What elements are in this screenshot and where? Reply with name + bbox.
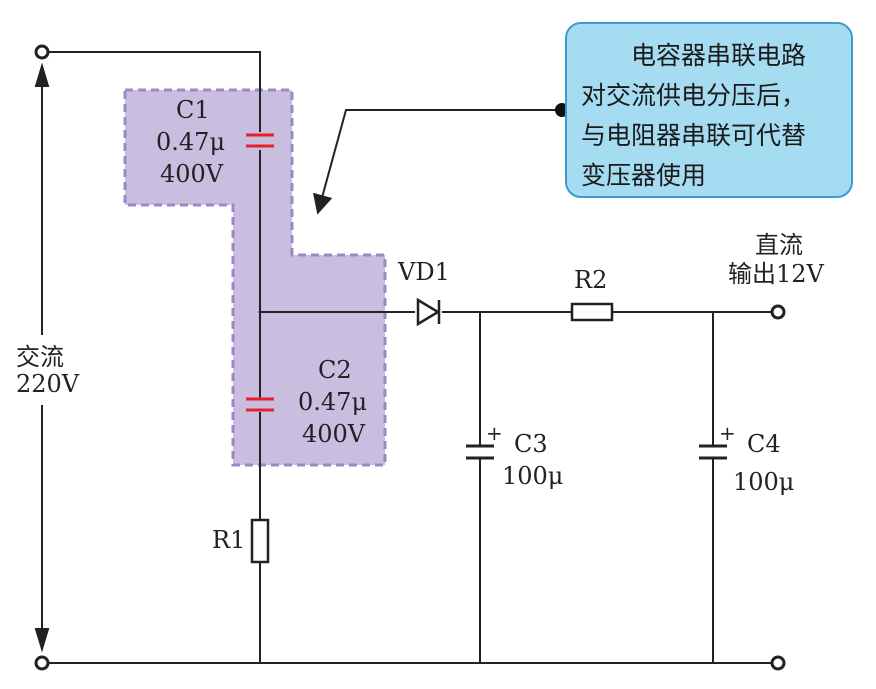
dc-label-line1: 直流 (755, 231, 803, 259)
vd1-symbol (416, 297, 441, 327)
c2-voltage: 400V (302, 420, 366, 448)
r2-symbol (570, 302, 614, 322)
callout-pointer (312, 103, 569, 215)
capacitor-divider-highlight (123, 88, 387, 467)
c4-polarity: + (719, 421, 736, 445)
c3-polarity: + (486, 421, 503, 445)
c4-value: 100μ (733, 468, 794, 496)
junction-dot (258, 310, 262, 314)
dc-label-line2: 输出12V (728, 260, 825, 288)
c3-name: C3 (514, 430, 548, 458)
callout-line-1: 电容器串联电路 (631, 41, 807, 70)
callout-line-4: 变压器使用 (581, 161, 707, 190)
c1-value: 0.47μ (156, 128, 225, 156)
c1-voltage: 400V (160, 160, 224, 188)
r2-name: R2 (574, 266, 607, 294)
explanation-callout: 电容器串联电路 对交流供电分压后， 与电阻器串联可代替 变压器使用 (565, 22, 853, 198)
c4-symbol (699, 444, 727, 460)
c2-symbol (246, 397, 274, 412)
dc-terminal-negative (770, 655, 786, 671)
vd1-name: VD1 (397, 258, 450, 286)
c2-name: C2 (318, 356, 352, 384)
top-input-wire (48, 51, 261, 132)
callout-line-2: 对交流供电分压后， (581, 81, 807, 110)
dc-terminal-positive (770, 304, 786, 320)
c3-symbol (466, 444, 494, 460)
c4-name: C4 (747, 430, 781, 458)
c3-value: 100μ (502, 462, 563, 490)
ac-terminal-bottom (34, 655, 50, 671)
c2-value: 0.47μ (298, 388, 367, 416)
terminals (34, 44, 786, 671)
wires (48, 51, 772, 664)
c1-symbol (246, 133, 274, 148)
r1-name: R1 (212, 526, 245, 554)
ac-terminal-top (34, 44, 50, 60)
c1-name: C1 (176, 96, 210, 124)
ac-voltage-arrow (34, 62, 50, 653)
ac-label-line2: 220V (16, 370, 80, 398)
ac-label-line1: 交流 (16, 343, 64, 371)
callout-line-3: 与电阻器串联可代替 (581, 121, 807, 150)
r1-symbol (250, 518, 270, 564)
